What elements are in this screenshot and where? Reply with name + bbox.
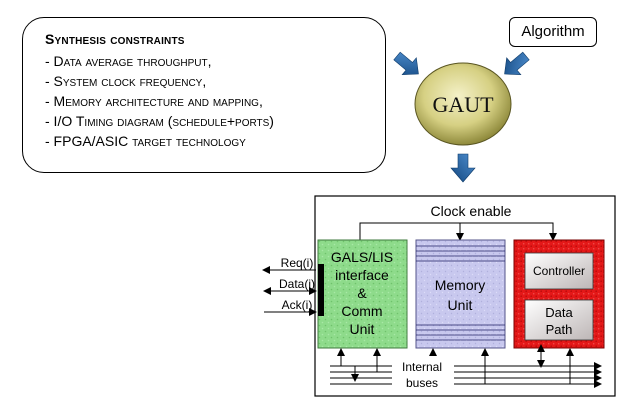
memory-block: Memory Unit (415, 239, 506, 349)
constraints-title: Synthesis constraints (45, 31, 185, 47)
rtl-block: Controller Data Path (513, 239, 605, 349)
controller-box (524, 252, 594, 290)
io-ports (262, 266, 317, 316)
data-label: Data(i) (279, 277, 315, 291)
memory-line-1: Memory (435, 277, 486, 293)
gals-line-3: & (357, 285, 367, 301)
gaut-node: GAUT (414, 62, 512, 146)
buses-label-bg (392, 356, 454, 394)
arrow-gaut-to-architecture (450, 153, 476, 183)
ack-label: Ack(i) (282, 298, 313, 312)
datapath-line-2: Path (546, 322, 573, 337)
req-label: Req(i) (281, 256, 314, 270)
clock-enable-lines (359, 222, 557, 241)
memory-line-2: Unit (448, 297, 473, 313)
constraint-item: - Memory architecture and mapping, (45, 93, 263, 109)
gals-line-5: Unit (350, 321, 375, 337)
clock-enable-label: Clock enable (431, 203, 512, 219)
arrow-constraints-to-gaut (393, 51, 419, 76)
synthesis-constraints-box: Synthesis constraints - Data average thr… (22, 17, 386, 173)
constraint-item: - FPGA/ASIC target technology (45, 133, 246, 149)
controller-label: Controller (533, 264, 585, 278)
gals-line-2: interface (335, 267, 389, 283)
gals-line-4: Comm (341, 303, 382, 319)
constraint-item: - Data average throughput, (45, 53, 212, 69)
constraint-item: - System clock frequency, (45, 73, 207, 89)
datapath-line-1: Data (545, 305, 573, 320)
gals-line-1: GALS/LIS (331, 249, 393, 265)
io-port-bar (318, 264, 324, 316)
internal-buses (330, 344, 602, 388)
gals-lis-block: GALS/LIS interface & Comm Unit (317, 239, 408, 349)
buses-line-1: Internal (402, 360, 442, 374)
arrow-algorithm-to-gaut (504, 51, 530, 76)
gaut-label: GAUT (432, 92, 494, 117)
algorithm-box: Algorithm (509, 17, 597, 47)
buses-line-2: buses (406, 376, 438, 390)
datapath-box (524, 299, 594, 341)
constraint-item: - I/O Timing diagram (schedule+ports) (45, 113, 274, 129)
